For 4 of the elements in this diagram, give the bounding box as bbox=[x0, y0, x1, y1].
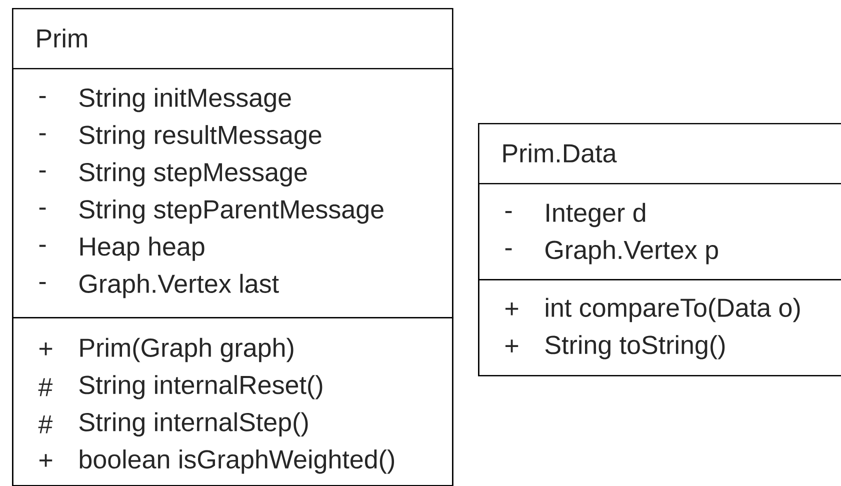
compartment: + int compareTo(Data o) + String toString() bbox=[478, 279, 841, 376]
compartment: + Prim(Graph graph) # String internalReset() # String internalStep() + boolean isGraphWeighted() bbox=[12, 317, 454, 486]
compartment: - Integer d - Graph.Vertex p bbox=[478, 183, 841, 280]
compartment: - String initMessage - String resultMessage - String stepMessage - String stepParentMessage - Heap heap - Graph.Vertex last bbox=[12, 68, 454, 318]
